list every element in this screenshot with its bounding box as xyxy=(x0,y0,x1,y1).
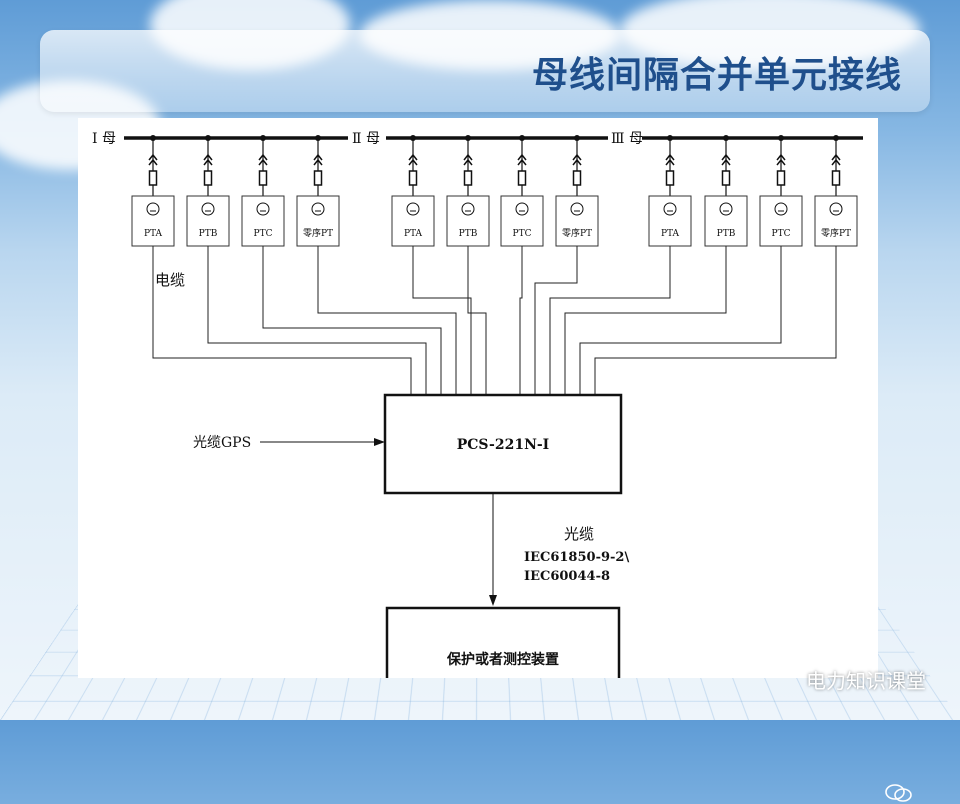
pt-unit: PTA xyxy=(132,135,174,246)
bus-label: Ⅲ 母 xyxy=(611,131,643,147)
fuse-icon xyxy=(260,171,267,185)
cable-wire xyxy=(413,246,471,395)
pt-unit: PTB xyxy=(447,135,489,246)
pt-label: PTC xyxy=(254,229,273,239)
pt-label: 零序PT xyxy=(821,227,851,239)
fuse-icon xyxy=(410,171,417,185)
slide-title: 母线间隔合并单元接线 xyxy=(532,46,902,98)
pt-unit: PTC xyxy=(242,135,284,246)
fuse-icon xyxy=(833,171,840,185)
fuse-icon xyxy=(723,171,730,185)
cable-wire xyxy=(520,246,522,395)
bus-section-2: Ⅱ 母 PTA PTB PTC 零序PT xyxy=(352,131,608,246)
cable-wire xyxy=(565,246,726,395)
pt-label: 零序PT xyxy=(303,227,333,239)
watermark: 电力知识课堂 xyxy=(806,664,926,694)
fuse-icon xyxy=(574,171,581,185)
pt-unit: PTB xyxy=(187,135,229,246)
bus-sections: Ⅰ 母 PTA PTB PTC 零序PT Ⅱ 母 PTA PTB PTC 零序PT Ⅲ 母 PTA PT… xyxy=(92,131,863,246)
cable-wire xyxy=(318,246,456,395)
cable-wire xyxy=(550,246,670,395)
fuse-icon xyxy=(519,171,526,185)
pt-unit: PTA xyxy=(649,135,691,246)
bus-label: Ⅱ 母 xyxy=(352,131,380,147)
cable-wire xyxy=(153,246,411,395)
fuse-icon xyxy=(315,171,322,185)
bus-label: Ⅰ 母 xyxy=(92,131,116,147)
watermark-text: 电力知识课堂 xyxy=(806,665,926,694)
cable-wire xyxy=(535,246,577,395)
cable-wire xyxy=(580,246,781,395)
merging-unit-label: PCS-221N-Ⅰ xyxy=(457,437,549,453)
pt-label: PTA xyxy=(144,229,163,239)
cable-wires xyxy=(153,246,836,395)
pt-unit: 零序PT xyxy=(815,135,857,246)
pt-label: PTC xyxy=(513,229,532,239)
fuse-icon xyxy=(465,171,472,185)
fuse-icon xyxy=(778,171,785,185)
pt-label: PTB xyxy=(459,229,478,239)
pt-label: PTB xyxy=(717,229,736,239)
bus-section-3: Ⅲ 母 PTA PTB PTC 零序PT xyxy=(611,131,863,246)
cable-wire xyxy=(208,246,426,395)
pt-label: PTA xyxy=(661,229,680,239)
bus-section-1: Ⅰ 母 PTA PTB PTC 零序PT xyxy=(92,131,348,246)
fuse-icon xyxy=(205,171,212,185)
fuse-icon xyxy=(667,171,674,185)
standard-label-2: IEC60044-8 xyxy=(524,569,610,584)
pt-unit: PTA xyxy=(392,135,434,246)
pt-unit: 零序PT xyxy=(556,135,598,246)
gps-arrow-head xyxy=(374,438,385,446)
pt-label: PTA xyxy=(404,229,423,239)
fuse-icon xyxy=(150,171,157,185)
fiber-label: 光缆 xyxy=(564,525,594,543)
cable-wire xyxy=(263,246,441,395)
cable-wire xyxy=(595,246,836,395)
wiring-diagram: Ⅰ 母 PTA PTB PTC 零序PT Ⅱ 母 PTA PTB PTC 零序PT Ⅲ 母 PTA PT… xyxy=(78,118,878,678)
gps-label: 光缆GPS xyxy=(193,435,251,451)
pt-unit: PTB xyxy=(705,135,747,246)
pt-unit: 零序PT xyxy=(297,135,339,246)
fiber-arrow-head xyxy=(489,595,497,606)
pt-label: PTB xyxy=(199,229,218,239)
wechat-icon xyxy=(884,782,914,804)
cable-label: 电缆 xyxy=(155,271,185,289)
pt-unit: PTC xyxy=(760,135,802,246)
standard-label-1: IEC61850-9-2\ xyxy=(524,550,629,565)
pt-label: 零序PT xyxy=(562,227,592,239)
pt-label: PTC xyxy=(772,229,791,239)
pt-unit: PTC xyxy=(501,135,543,246)
protection-device-label: 保护或者测控装置 xyxy=(446,651,559,668)
